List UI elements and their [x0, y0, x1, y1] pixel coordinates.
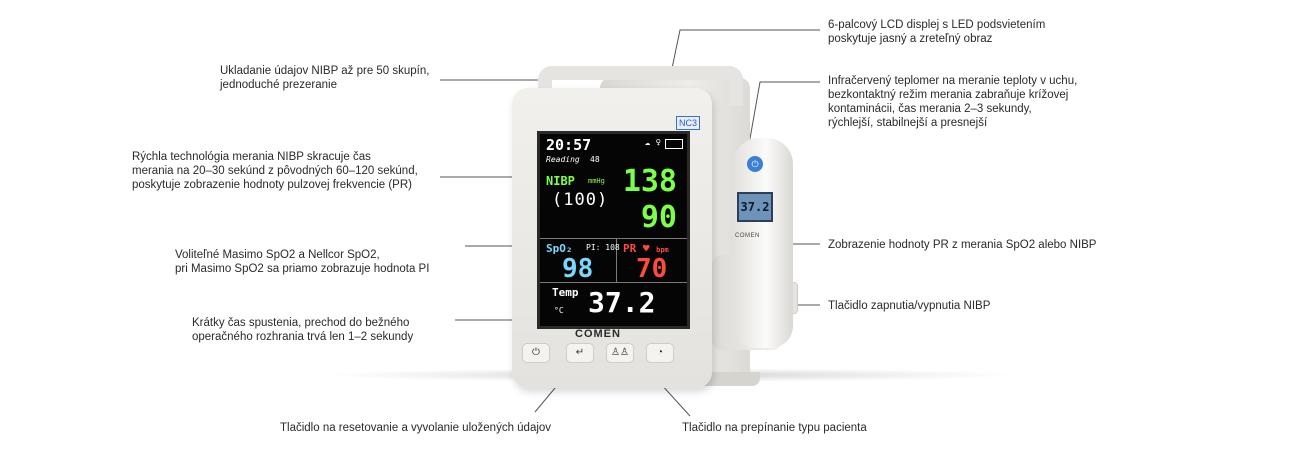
- nibp-label: NIBP: [546, 174, 575, 188]
- cuff-icon: ◔: [656, 347, 664, 358]
- power-button[interactable]: ⏻: [522, 343, 550, 363]
- power-icon: ⏻: [532, 347, 540, 358]
- patient-icon: ♙♙: [611, 347, 629, 358]
- heart-icon: ♥: [642, 242, 650, 255]
- screen-divider: [540, 282, 687, 283]
- screen-divider: [540, 238, 687, 239]
- pr-unit: bpm: [656, 246, 669, 254]
- reading-number: 48: [590, 155, 600, 164]
- temp-unit: °C: [554, 306, 564, 315]
- screen-time: 20:57: [546, 136, 592, 154]
- pr-display-note: Zobrazenie hodnoty PR z merania SpO2 ale…: [828, 239, 1097, 251]
- spo2-label: SpO₂: [546, 242, 573, 255]
- pr-value: 70: [636, 254, 668, 284]
- ear-thermometer-note: Infračervený teplomer na meranie teploty…: [828, 75, 1078, 129]
- screen-divider: [616, 238, 617, 282]
- thermometer-display: 37.2: [737, 192, 773, 222]
- diastolic-value: 90: [640, 200, 677, 235]
- nibp-storage-note: Ukladanie údajov NIBP až pre 50 skupín, …: [220, 65, 430, 91]
- pi-readout: PI: 108: [586, 243, 620, 252]
- pr-label-text: PR: [623, 242, 637, 255]
- temp-value: 37.2: [588, 286, 656, 319]
- spo2-value: 98: [562, 254, 594, 284]
- thermometer-brand: COMEN: [735, 233, 760, 239]
- reset-button[interactable]: ↵: [566, 343, 594, 363]
- nibp-button-note: Tlačidlo zapnutia/vypnutia NIBP: [828, 300, 991, 312]
- ear-thermometer[interactable]: [733, 138, 793, 348]
- battery-icon: [665, 139, 683, 149]
- enter-icon: ↵: [575, 347, 585, 358]
- nibp-button[interactable]: ◔: [646, 343, 674, 363]
- nibp-fast-note: Rýchla technológia merania NIBP skracuje…: [132, 151, 418, 191]
- startup-note: Krátky čas spustenia, prechod do bežného…: [192, 317, 414, 343]
- pi-label: PI: [586, 243, 596, 252]
- map-value: (100): [552, 190, 609, 210]
- model-badge: NC3: [676, 116, 700, 130]
- pi-value: 108: [605, 243, 620, 252]
- reset-button-note: Tlačidlo na resetovanie a vyvolanie ulož…: [280, 422, 552, 434]
- patient-type-button-note: Tlačidlo na prepínanie typu pacienta: [682, 422, 867, 434]
- patient-type-button[interactable]: ♙♙: [606, 343, 634, 363]
- thermometer-power-icon[interactable]: ⏻: [747, 156, 763, 172]
- systolic-value: 138: [622, 164, 677, 199]
- pr-label: PR ♥ bpm: [623, 242, 669, 255]
- nibp-unit: mmHg: [588, 177, 605, 185]
- patient-type-icon: ☁ ♀: [644, 138, 661, 148]
- brand-logo: COMEN: [575, 328, 621, 340]
- monitor-screen: 20:57 ☁ ♀ Reading 48 NIBP mmHg (100) 138…: [537, 131, 690, 329]
- temp-label: Temp: [552, 286, 579, 299]
- lcd-display-note: 6-palcový LCD displej s LED podsvietením…: [828, 19, 1046, 45]
- device-handle: [538, 66, 743, 106]
- spo2-option-note: Voliteľné Masimo SpO2 a Nellcor SpO2, pr…: [175, 249, 430, 275]
- reading-label: Reading: [546, 155, 580, 164]
